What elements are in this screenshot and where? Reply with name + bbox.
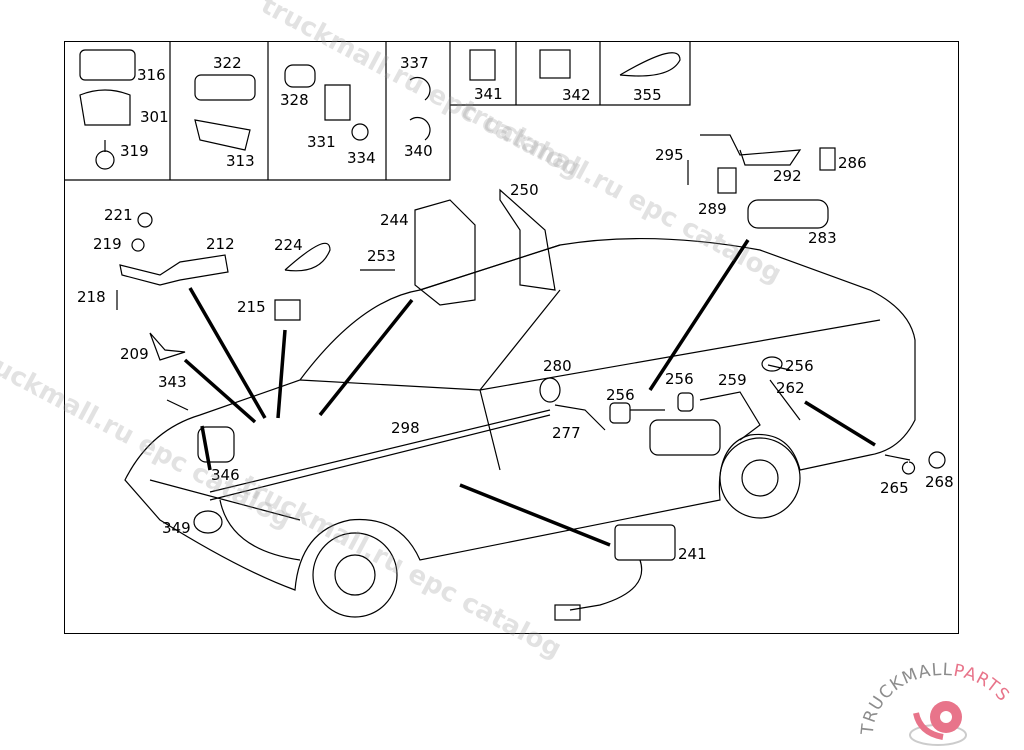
part-label[interactable]: 215 [237,298,266,316]
part-label[interactable]: 256 [606,386,635,404]
part-label[interactable]: 316 [137,66,166,84]
part-label[interactable]: 256 [665,370,694,388]
diagram-frame [64,41,959,634]
part-label[interactable]: 209 [120,345,149,363]
part-label[interactable]: 295 [655,146,684,164]
part-sketches [79,49,946,621]
part-label[interactable]: 219 [93,235,122,253]
car-outline [124,238,916,618]
part-label[interactable]: 319 [120,142,149,160]
part-label[interactable]: 343 [158,373,187,391]
part-label[interactable]: 212 [206,235,235,253]
part-label[interactable]: 268 [925,473,954,491]
part-label[interactable]: 349 [162,519,191,537]
part-label[interactable]: 342 [562,86,591,104]
part-label[interactable]: 313 [226,152,255,170]
inset-grid [64,41,691,181]
part-label[interactable]: 331 [307,133,336,151]
part-label[interactable]: 340 [404,142,433,160]
part-label[interactable]: 250 [510,181,539,199]
part-label[interactable]: 262 [776,379,805,397]
part-label[interactable]: 337 [400,54,429,72]
part-label[interactable]: 241 [678,545,707,563]
part-label[interactable]: 224 [274,236,303,254]
part-label[interactable]: 265 [880,479,909,497]
part-label[interactable]: 346 [211,466,240,484]
truckmall-parts-logo: TRUCKMALLPARTS [858,660,1012,746]
part-label[interactable]: 221 [104,206,133,224]
leader-arrows [183,239,876,547]
part-label[interactable]: 289 [698,200,727,218]
part-label[interactable]: 286 [838,154,867,172]
part-label[interactable]: 292 [773,167,802,185]
part-label[interactable]: 301 [140,108,169,126]
part-label[interactable]: 244 [380,211,409,229]
part-label[interactable]: 218 [77,288,106,306]
part-label[interactable]: 355 [633,86,662,104]
part-label[interactable]: 341 [474,85,503,103]
part-label[interactable]: 280 [543,357,572,375]
part-label[interactable]: 328 [280,91,309,109]
part-label[interactable]: 334 [347,149,376,167]
part-label[interactable]: 283 [808,229,837,247]
part-label[interactable]: 253 [367,247,396,265]
part-label[interactable]: 256 [785,357,814,375]
part-label[interactable]: 277 [552,424,581,442]
part-label[interactable]: 298 [391,419,420,437]
part-label[interactable]: 259 [718,371,747,389]
part-label[interactable]: 322 [213,54,242,72]
